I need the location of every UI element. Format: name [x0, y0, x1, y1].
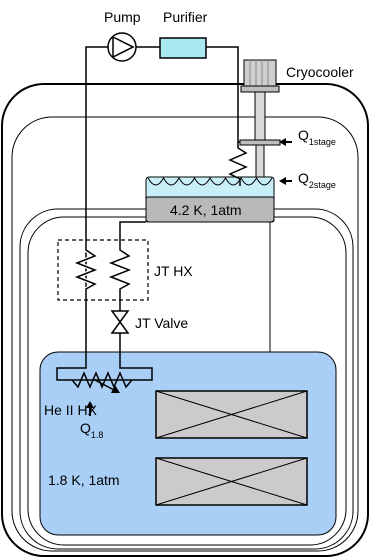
liquid-surface-waves — [147, 176, 273, 186]
he-ii-hx-coil — [71, 371, 133, 389]
magnet-2 — [155, 457, 308, 506]
bath-42k-label: 4.2 K, 1atm — [170, 202, 242, 218]
thermal-shield-1 — [11, 116, 359, 552]
magnet-1 — [155, 390, 308, 439]
cryocooler — [239, 59, 281, 183]
jt-valve-symbol — [110, 310, 130, 334]
pump-label: Pump — [104, 9, 141, 25]
helium-4k-vessel-outline — [145, 176, 275, 223]
purifier-box — [159, 37, 207, 59]
q1-arrow — [279, 138, 292, 146]
q18-symbol: Q — [80, 420, 91, 436]
q2-subscript: 2stage — [309, 180, 336, 190]
he-ii-hx-label: He II HX — [44, 402, 98, 418]
cryocooler-coil — [228, 142, 248, 186]
q2-symbol: Q — [298, 170, 309, 186]
outer-vacuum-vessel — [1, 83, 369, 557]
helium-4k-liquid — [146, 177, 274, 197]
he-ii-hx-arrow-shaft — [92, 378, 117, 392]
q2stage-label: Q2stage — [298, 170, 336, 190]
q18-arrow — [86, 401, 94, 416]
purifier-label: Purifier — [163, 9, 208, 25]
jt-valve-label: JT Valve — [135, 315, 188, 331]
jt-hx-label: JT HX — [154, 263, 193, 279]
q18-label: Q1.8 — [80, 420, 103, 440]
jt-hx-coil-left-line — [74, 242, 98, 298]
q1stage-label: Q1stage — [298, 127, 336, 147]
jt-hx-dashed-box — [57, 239, 149, 301]
jt-hx-coil-right — [108, 242, 132, 298]
q18-subscript: 1.8 — [91, 430, 104, 440]
q2-arrow — [279, 177, 292, 185]
pump-symbol — [107, 32, 137, 62]
q1-subscript: 1stage — [309, 137, 336, 147]
jt-line-upper — [119, 221, 146, 242]
he-ii-hx-arrowhead — [111, 385, 120, 393]
q1-symbol: Q — [298, 127, 309, 143]
cryocooler-label: Cryocooler — [286, 64, 354, 80]
bath-18k-label: 1.8 K, 1atm — [48, 472, 120, 488]
